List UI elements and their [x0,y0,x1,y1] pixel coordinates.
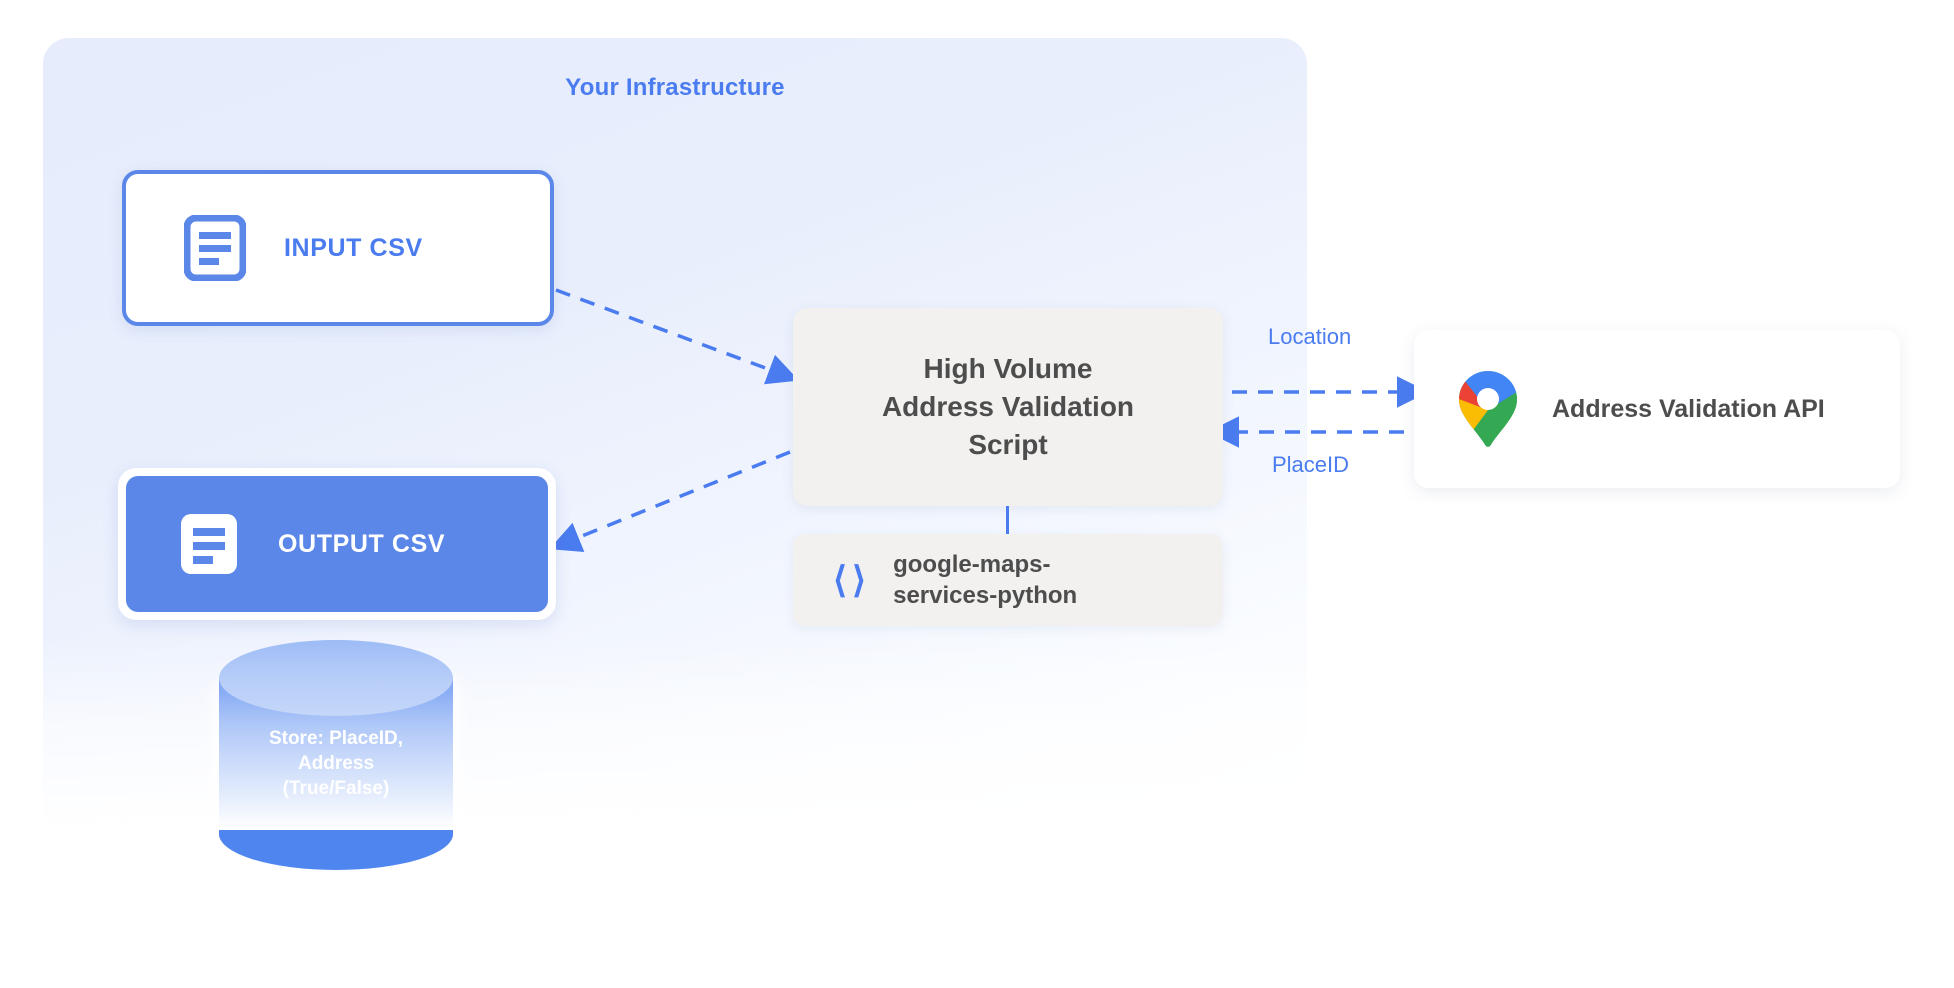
script-label-line-2: Address Validation [881,390,1135,422]
database-label-line-3: (True/False) [282,778,390,800]
infrastructure-title: Your Infrastructure [565,74,785,101]
output-csv-node[interactable]: OUTPUT CSV [126,476,548,612]
script-node[interactable]: High Volume Address Validation Script [793,308,1223,506]
script-library-connector [1006,506,1009,534]
address-validation-api-node[interactable]: Address Validation API [1414,330,1900,488]
output-csv-label: OUTPUT CSV [278,529,446,558]
document-icon [181,514,237,574]
database-label-line-1: Store: PlaceID, [268,728,404,749]
document-icon [184,215,246,281]
library-label-line-1: google-maps- [893,550,1051,578]
input-csv-label: INPUT CSV [284,233,423,262]
code-brackets-icon: ⟨ ⟩ [833,559,868,600]
input-csv-node[interactable]: INPUT CSV [122,170,554,326]
address-validation-api-label: Address Validation API [1552,394,1825,423]
database-label: Store: PlaceID, Address (True/False) [219,726,453,801]
script-label-line-1: High Volume [923,352,1093,384]
database-top-ellipse [219,640,453,716]
database-node[interactable]: Store: PlaceID, Address (True/False) [213,640,459,870]
library-node[interactable]: ⟨ ⟩ google-maps- services-python [793,534,1223,626]
library-label-line-2: services-python [893,582,1078,609]
edge-label-placeid: PlaceID [1272,452,1350,477]
script-label-line-3: Script [968,429,1048,461]
library-label: google-maps- services-python [893,549,1077,611]
script-label: High Volume Address Validation Script [860,350,1156,464]
edge-label-location: Location [1268,324,1352,349]
google-maps-pin-icon [1459,371,1517,447]
database-label-line-2: Address [297,753,375,775]
